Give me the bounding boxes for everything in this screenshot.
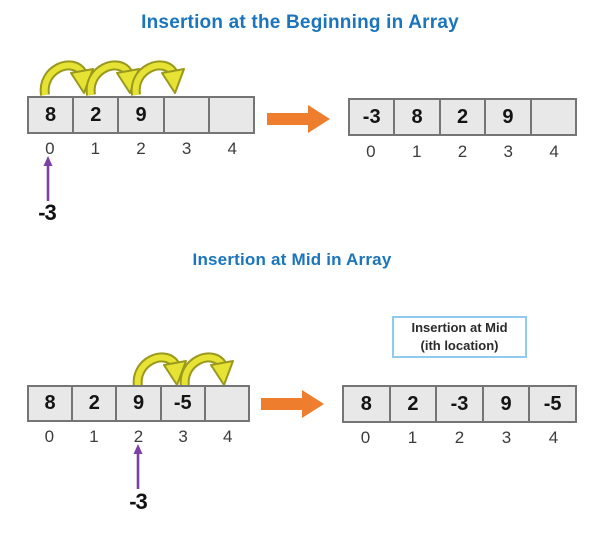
index-label: 1	[89, 427, 99, 446]
index-label: 0	[44, 427, 55, 446]
index-label: 0	[360, 428, 371, 447]
array-cell: 2	[388, 385, 438, 423]
section2-before-array: 8 2 9 -5	[27, 385, 251, 422]
index-label: 2	[457, 142, 468, 161]
insertion-at-mid-infobox: Insertion at Mid (ith location)	[392, 316, 527, 358]
hop-arrow-icon	[179, 352, 234, 388]
section1-after-indices: 0 1 2 3 4	[348, 142, 577, 162]
right-block-arrow-icon	[261, 390, 324, 418]
index-label: 4	[548, 428, 559, 447]
index-label: 4	[227, 139, 237, 158]
index-label: 3	[181, 139, 192, 158]
index-label: 1	[90, 139, 101, 158]
array-cell: 8	[393, 98, 441, 136]
up-arrow-icon	[133, 444, 143, 489]
up-arrow-icon	[43, 156, 53, 201]
index-label: 4	[222, 427, 233, 446]
array-cell	[203, 385, 251, 422]
array-cell: 2	[71, 385, 118, 422]
hop-arrow-icon	[39, 60, 94, 96]
array-cell: 9	[484, 98, 532, 136]
index-label: 0	[366, 142, 376, 161]
array-cell	[529, 98, 578, 136]
section1-after-array: -3 8 2 9	[348, 98, 578, 136]
array-cell: 8	[342, 385, 391, 423]
section2-insert-value: -3	[129, 489, 148, 514]
array-cell: -3	[435, 385, 484, 423]
index-label: 3	[503, 142, 514, 161]
array-cell: 9	[115, 385, 162, 422]
section1-before-array: 8 2 9	[27, 96, 256, 134]
section1-before-indices: 0 1 2 3 4	[27, 139, 255, 159]
section2-after-indices: 0 1 2 3 4	[342, 428, 577, 448]
array-cell: 9	[117, 96, 165, 134]
section2-before-indices: 0 1 2 3 4	[27, 427, 250, 447]
array-cell: 8	[27, 385, 74, 422]
array-cell: 2	[72, 96, 120, 134]
index-label: 1	[407, 428, 418, 447]
array-cell: -5	[159, 385, 206, 422]
array-cell: -3	[348, 98, 396, 136]
section2-after-array: 8 2 -3 9 -5	[342, 385, 577, 423]
index-label: 2	[136, 139, 146, 158]
index-label: 4	[549, 142, 559, 161]
section2-title: Insertion at Mid in Array	[192, 250, 392, 269]
index-label: 3	[501, 428, 512, 447]
array-cell: -5	[528, 385, 577, 423]
index-label: 3	[178, 427, 188, 446]
array-cell: 2	[438, 98, 487, 136]
right-block-arrow-icon	[267, 105, 330, 133]
section1-insert-value: -3	[38, 200, 57, 225]
infobox-line2: (ith location)	[420, 338, 499, 353]
index-label: 1	[411, 142, 422, 161]
array-cell	[162, 96, 210, 134]
section1-title: Insertion at the Beginning in Array	[141, 12, 459, 33]
array-cell: 9	[481, 385, 531, 423]
infobox-line1: Insertion at Mid	[411, 320, 508, 336]
index-label: 0	[45, 139, 55, 158]
index-label: 2	[454, 428, 465, 447]
array-cell: 8	[27, 96, 75, 134]
hop-arrow-icon	[130, 60, 185, 96]
hop-arrow-icon	[85, 60, 140, 96]
array-cell	[207, 96, 256, 134]
index-label: 2	[133, 427, 144, 446]
